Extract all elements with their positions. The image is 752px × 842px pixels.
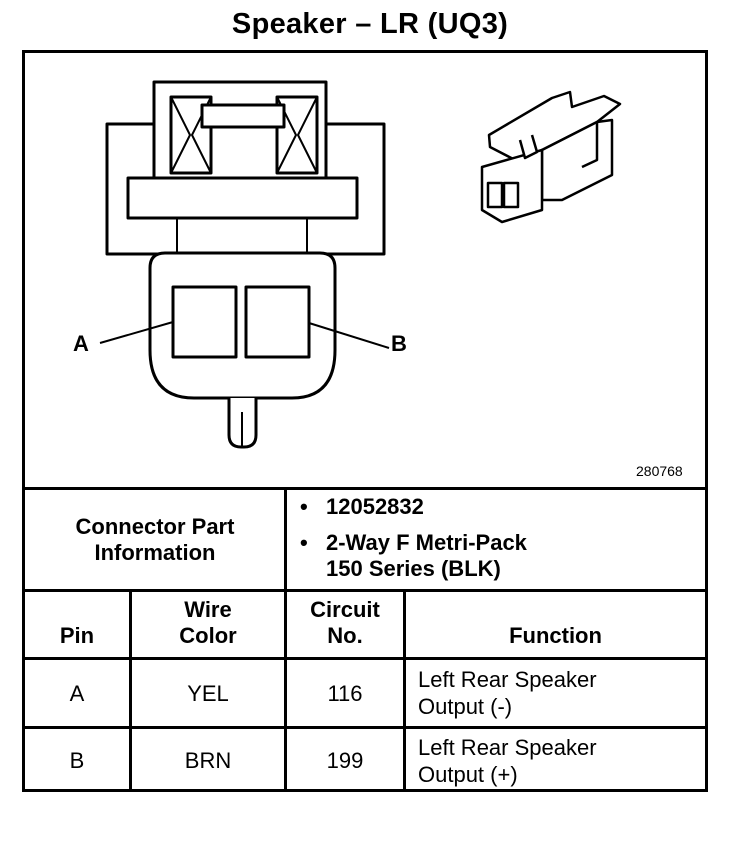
header-function: Function: [509, 623, 602, 648]
bullet: •: [300, 530, 308, 555]
row-b-circuit: 199: [326, 748, 364, 773]
bullet: •: [300, 494, 308, 519]
divider-row-a: [22, 726, 708, 729]
connector-3d-view: [480, 90, 622, 224]
row-b-wire-color: BRN: [184, 748, 232, 773]
connector-info-values: • 12052832 • 2-Way F Metri-Pack 150 Seri…: [300, 494, 705, 582]
row-a-wire-color: YEL: [187, 680, 229, 706]
divider-header: [22, 657, 708, 660]
part-number: 12052832: [326, 494, 424, 519]
header-wire-color: Wire Color: [179, 597, 237, 648]
row-b-function: Left Rear Speaker Output (+): [418, 734, 597, 787]
drawing-number: 280768: [636, 463, 683, 479]
connector-info-label: Connector Part Information: [25, 490, 285, 589]
row-a-pin: A: [69, 680, 85, 706]
row-a-function: Left Rear Speaker Output (-): [418, 667, 597, 719]
cavity-b: [244, 285, 311, 359]
column-divider-pin: [129, 589, 132, 792]
header-circuit-no: Circuit No.: [310, 597, 380, 648]
header-pin: Pin: [59, 623, 95, 648]
row-b-pin: B: [69, 748, 85, 773]
connector-info-label-line1: Connector Part: [75, 513, 235, 539]
divider-diagram: [22, 487, 708, 490]
connector-sheet-frame: [22, 50, 708, 792]
pin-a-callout: A: [73, 331, 89, 356]
column-divider-circuit: [403, 589, 406, 792]
connector-info-label-line2: Information: [94, 539, 216, 565]
connector-outline: [99, 80, 390, 449]
column-divider-main: [284, 487, 287, 792]
page-title: Speaker – LR (UQ3): [231, 8, 509, 40]
connector-description-line2: 150 Series (BLK): [326, 556, 501, 581]
pin-b-callout: B: [391, 331, 407, 356]
connector-face-drawing: [99, 80, 622, 449]
row-a-circuit: 116: [327, 680, 363, 706]
connector-description-line1: 2-Way F Metri-Pack: [326, 530, 527, 555]
divider-info: [22, 589, 708, 592]
